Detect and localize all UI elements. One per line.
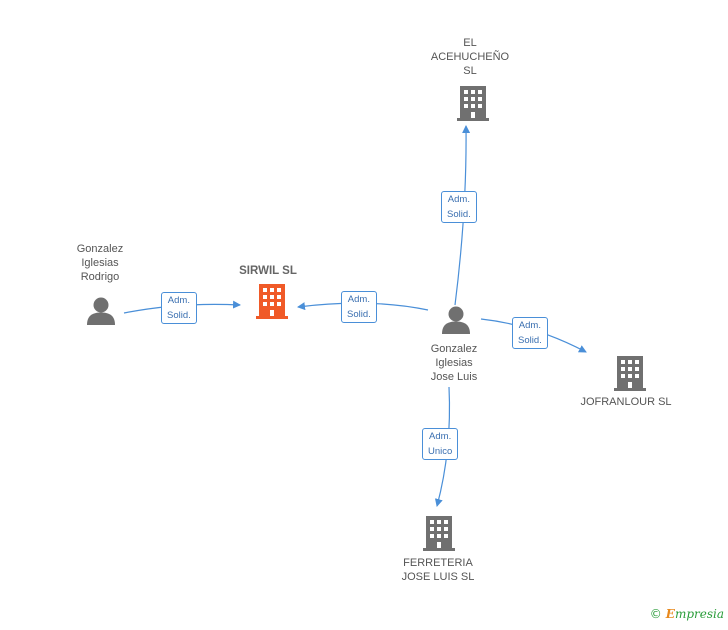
brand-first-letter: E	[665, 607, 675, 621]
person-icon-joseluis[interactable]	[442, 306, 470, 335]
node-label-rodrigo[interactable]: Gonzalez Iglesias Rodrigo	[76, 243, 124, 283]
edge-label-joseluis-sirwil: Adm. Solid.	[341, 291, 377, 323]
node-label-acehucheno[interactable]: EL ACEHUCHEÑO SL	[430, 37, 510, 77]
node-label-ferreteria[interactable]: FERRETERIA JOSE LUIS SL	[401, 557, 475, 583]
edge-label-jofranlour: Adm. Solid.	[512, 317, 548, 349]
edge-label-acehucheno: Adm. Solid.	[441, 191, 477, 223]
person-icon-rodrigo[interactable]	[87, 297, 115, 326]
building-icon-ferreteria[interactable]	[423, 516, 455, 551]
node-label-sirwil[interactable]: SIRWIL SL	[239, 265, 297, 277]
node-label-jofranlour[interactable]: JOFRANLOUR SL	[580, 396, 672, 408]
building-icon-sirwil[interactable]	[256, 284, 288, 319]
edge-label-rodrigo-sirwil: Adm. Solid.	[161, 292, 197, 324]
building-icon-jofranlour[interactable]	[614, 356, 646, 391]
copyright-symbol: ©	[649, 607, 662, 621]
empresia-watermark: ©Empresia	[650, 607, 724, 621]
building-icon-acehucheno[interactable]	[457, 86, 489, 121]
edge-label-ferreteria: Adm. Unico	[422, 428, 459, 460]
node-label-joseluis[interactable]: Gonzalez Iglesias Jose Luis	[430, 343, 478, 383]
brand-rest: mpresia	[674, 607, 724, 621]
